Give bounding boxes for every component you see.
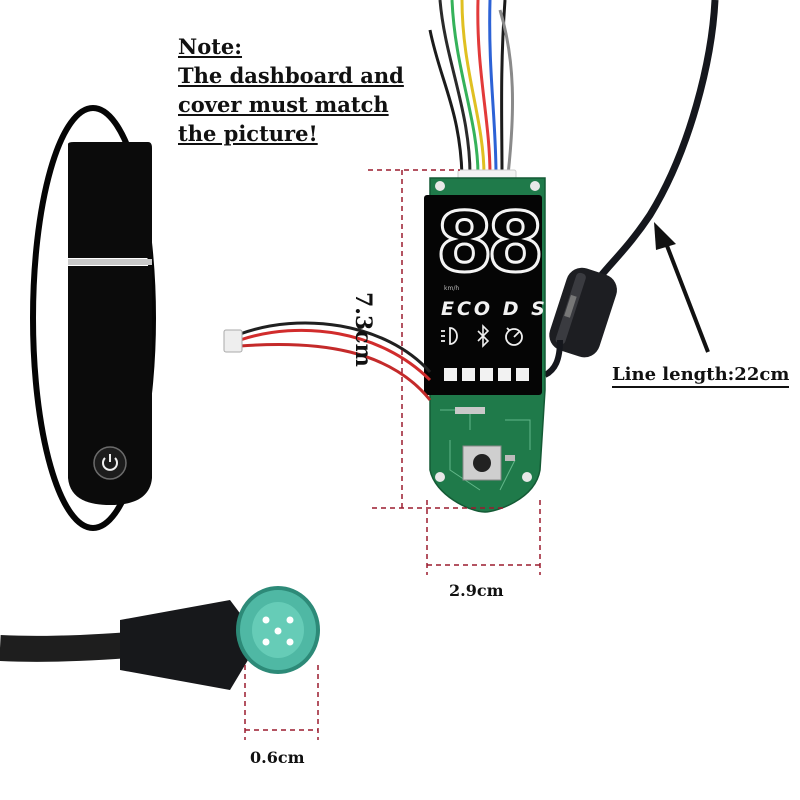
note-line-1: The dashboard and	[178, 63, 404, 88]
cover-top-window	[68, 142, 152, 258]
note-line-2: cover must match	[178, 92, 389, 117]
speed-digits: 88	[434, 196, 545, 291]
main-cable	[581, 0, 719, 302]
line-length-label: Line length:22cm	[612, 364, 790, 388]
side-wires	[239, 321, 432, 401]
plug-body	[120, 600, 260, 690]
cover-bottom-panel	[68, 266, 152, 505]
cover-outline	[30, 105, 156, 531]
speed-unit: km/h	[444, 285, 460, 292]
plug-cable	[0, 632, 131, 662]
headlight-icon	[441, 327, 458, 345]
note-heading: Note:	[178, 34, 243, 59]
connector-dimension: 0.6cm	[250, 748, 305, 767]
width-dimension: 2.9cm	[449, 581, 504, 600]
plug-pins	[262, 616, 294, 646]
measure-lines	[244, 169, 541, 740]
power-icon	[102, 454, 118, 471]
speed-icon	[505, 327, 523, 346]
wire-bundle	[428, 0, 515, 176]
bluetooth-icon	[477, 324, 490, 348]
pointer-arrow	[654, 222, 710, 353]
side-connector	[223, 329, 243, 353]
battery-segments	[444, 368, 529, 381]
height-dimension: 7.3cm	[350, 292, 376, 367]
ride-modes: ECO D S	[441, 298, 548, 320]
power-button	[93, 446, 127, 480]
note-text: Note: The dashboard and cover must match…	[178, 32, 404, 148]
ferrite-core	[549, 267, 617, 358]
note-line-3: the picture!	[178, 121, 318, 146]
